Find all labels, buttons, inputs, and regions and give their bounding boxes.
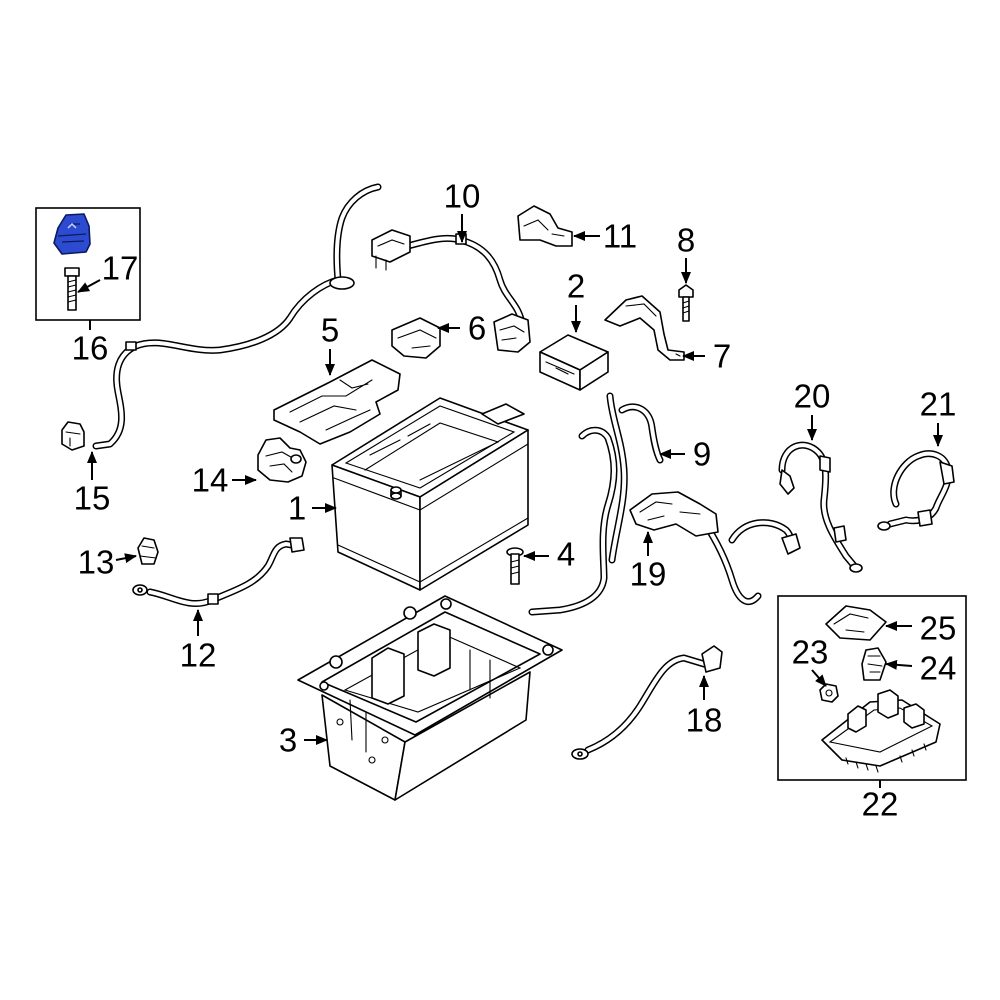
part-1-battery [331, 397, 529, 591]
callout-5: 5 [321, 312, 339, 349]
callout-16: 16 [72, 330, 109, 367]
callout-3: 3 [279, 722, 297, 759]
part-17-highlighted-clip [53, 213, 91, 255]
part-23-nut [819, 683, 839, 703]
callout-9: 9 [693, 436, 711, 473]
part-14-sensor [257, 437, 307, 483]
group-frame-22 [777, 595, 967, 781]
callout-17: 17 [102, 250, 139, 287]
part-20-cable [778, 441, 863, 573]
part-25-cover [825, 605, 887, 641]
part-12-strap [132, 537, 305, 607]
callout-24: 24 [920, 650, 957, 687]
callout-arrow-17 [77, 279, 101, 293]
part-18-cable [571, 645, 723, 760]
callout-14: 14 [192, 462, 229, 499]
callout-22: 22 [862, 786, 899, 823]
part-7-bracket [604, 295, 685, 361]
callout-21: 21 [920, 386, 957, 423]
part-2-module [539, 334, 609, 391]
callout-6: 6 [468, 310, 486, 347]
callout-2: 2 [567, 268, 585, 305]
part-15-harness [61, 183, 382, 451]
callout-10: 10 [444, 178, 481, 215]
callout-7: 7 [713, 338, 731, 375]
part-19-distribution-unit [629, 491, 801, 605]
part-8-bolt [678, 284, 694, 322]
part-6-cover [391, 317, 441, 359]
part-9-cables [528, 392, 664, 616]
part-22-base [821, 689, 941, 773]
callout-arrow-13 [115, 553, 137, 564]
part-5-plate [273, 359, 401, 445]
callout-11: 11 [603, 218, 637, 255]
callout-1: 1 [288, 490, 306, 527]
part-3-tray [297, 595, 563, 801]
callout-arrow-24 [885, 659, 913, 670]
part-21-cable [877, 450, 955, 531]
group-frame-16 [35, 207, 141, 321]
callout-15: 15 [74, 480, 111, 517]
callout-8: 8 [677, 222, 695, 259]
callout-12: 12 [180, 637, 217, 674]
callout-arrow-23 [811, 669, 827, 687]
part-13-plug [137, 537, 159, 565]
callout-13: 13 [78, 544, 115, 581]
callout-19: 19 [630, 556, 667, 593]
part-11-clip [517, 205, 573, 247]
callout-23: 23 [792, 634, 829, 671]
part-4-bolt [506, 547, 524, 585]
part-24-terminal [861, 647, 887, 681]
callout-18: 18 [686, 702, 723, 739]
part-17-bolt [64, 267, 80, 311]
callout-25: 25 [920, 610, 957, 647]
callout-20: 20 [794, 378, 831, 415]
callout-4: 4 [557, 536, 575, 573]
